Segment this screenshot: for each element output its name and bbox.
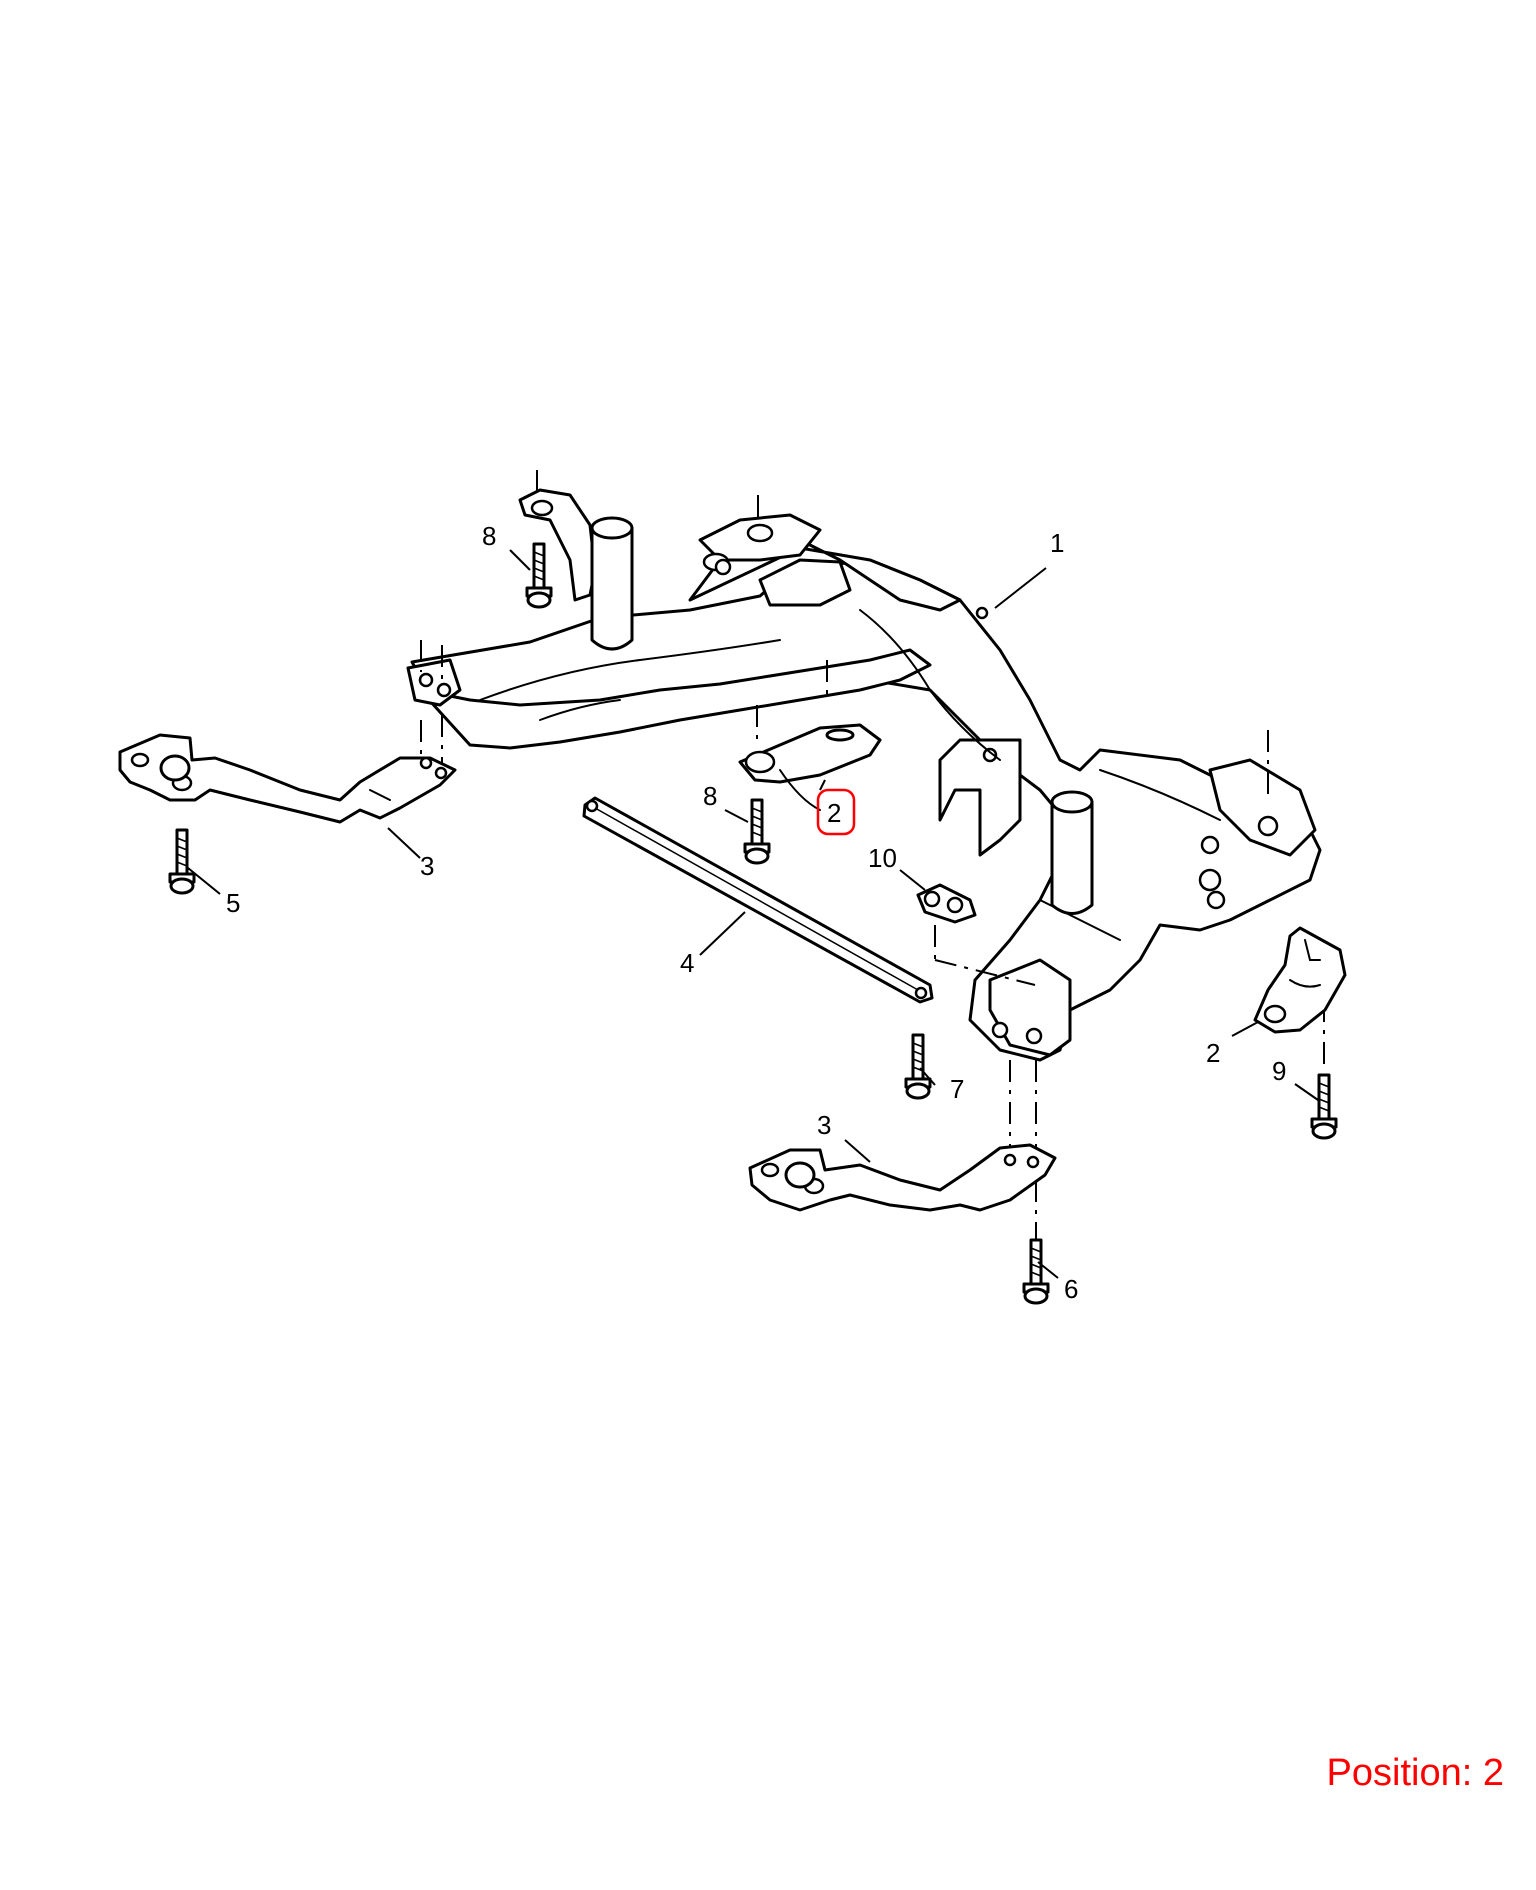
position-label: Position: 2 [1326, 1752, 1504, 1794]
arm-part-3-bottom[interactable] [748, 1143, 1057, 1212]
bolt-part-5[interactable] [168, 828, 196, 895]
leader-line-7 [919, 1067, 936, 1086]
leader-line-8-top [509, 549, 531, 571]
bracket-part-2-right[interactable] [1253, 926, 1347, 1034]
leader-line-8-mid [724, 809, 749, 823]
callout-9[interactable]: 9 [1272, 1056, 1286, 1086]
leader-line-9 [1294, 1083, 1319, 1101]
centerline [934, 959, 1036, 986]
callout-3-bottom[interactable]: 3 [817, 1110, 831, 1140]
nut-plate-part-10[interactable] [916, 883, 977, 924]
callout-2-right[interactable]: 2 [1206, 1038, 1220, 1068]
callout-2-highlight-ring [816, 788, 856, 836]
callout-4[interactable]: 4 [680, 948, 694, 978]
bolt-part-7[interactable] [904, 1033, 932, 1100]
bolt-part-8-top[interactable] [525, 542, 553, 609]
callout-8-mid[interactable]: 8 [703, 781, 717, 811]
bolt-part-6[interactable] [1022, 1238, 1050, 1305]
callout-3-left[interactable]: 3 [420, 851, 434, 881]
bolt-part-9[interactable] [1310, 1073, 1338, 1140]
bolt-part-8-mid[interactable] [743, 798, 771, 865]
leader-line-5 [187, 867, 221, 895]
arm-part-3-left[interactable] [118, 733, 457, 824]
callout-5[interactable]: 5 [226, 888, 240, 918]
leader-line-10 [899, 869, 926, 891]
leader-line-6 [1037, 1261, 1059, 1279]
leader-line-1 [994, 567, 1047, 609]
bracket-part-2-center[interactable] [738, 723, 882, 811]
callout-1[interactable]: 1 [1050, 528, 1064, 558]
subframe-part-1[interactable] [406, 488, 1322, 1062]
callout-7[interactable]: 7 [950, 1074, 964, 1104]
leader-line-3-bottom [844, 1139, 871, 1163]
callout-6[interactable]: 6 [1064, 1274, 1078, 1304]
leader-line-3-left [387, 827, 421, 859]
callout-2-center[interactable]: 2 [827, 798, 841, 828]
callout-10[interactable]: 10 [868, 843, 897, 873]
callout-8-top[interactable]: 8 [482, 521, 496, 551]
leader-line-2-right [1231, 1021, 1259, 1037]
brace-part-4[interactable] [582, 796, 934, 1004]
leader-line-4 [699, 911, 746, 956]
leader-line-2-center [819, 779, 826, 791]
